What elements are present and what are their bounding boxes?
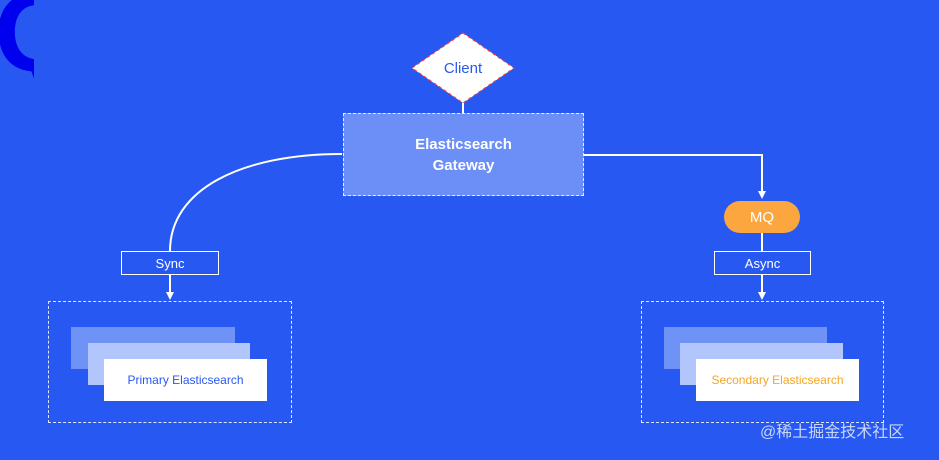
- watermark-text: @稀土掘金技术社区: [760, 424, 905, 441]
- secondary-elasticsearch-node: Secondary Elasticsearch: [696, 359, 859, 401]
- client-diamond: [410, 32, 516, 104]
- gateway-label-line2: Gateway: [432, 156, 495, 174]
- gateway-to-sync-curve: [169, 153, 343, 252]
- gateway-to-mq-arrow: [584, 154, 766, 199]
- primary-elasticsearch-node: Primary Elasticsearch: [104, 359, 267, 401]
- partial-logo-mark: Q: [0, 0, 34, 92]
- async-label: Async: [714, 251, 811, 275]
- mq-node: MQ: [724, 201, 800, 233]
- gateway-node: Elasticsearch Gateway: [343, 113, 584, 196]
- primary-cluster-container: [48, 301, 292, 423]
- secondary-cluster-container: [641, 301, 884, 423]
- sync-label: Sync: [121, 251, 219, 275]
- gateway-label-line1: Elasticsearch: [415, 135, 512, 153]
- client-node-label: Client: [443, 59, 483, 77]
